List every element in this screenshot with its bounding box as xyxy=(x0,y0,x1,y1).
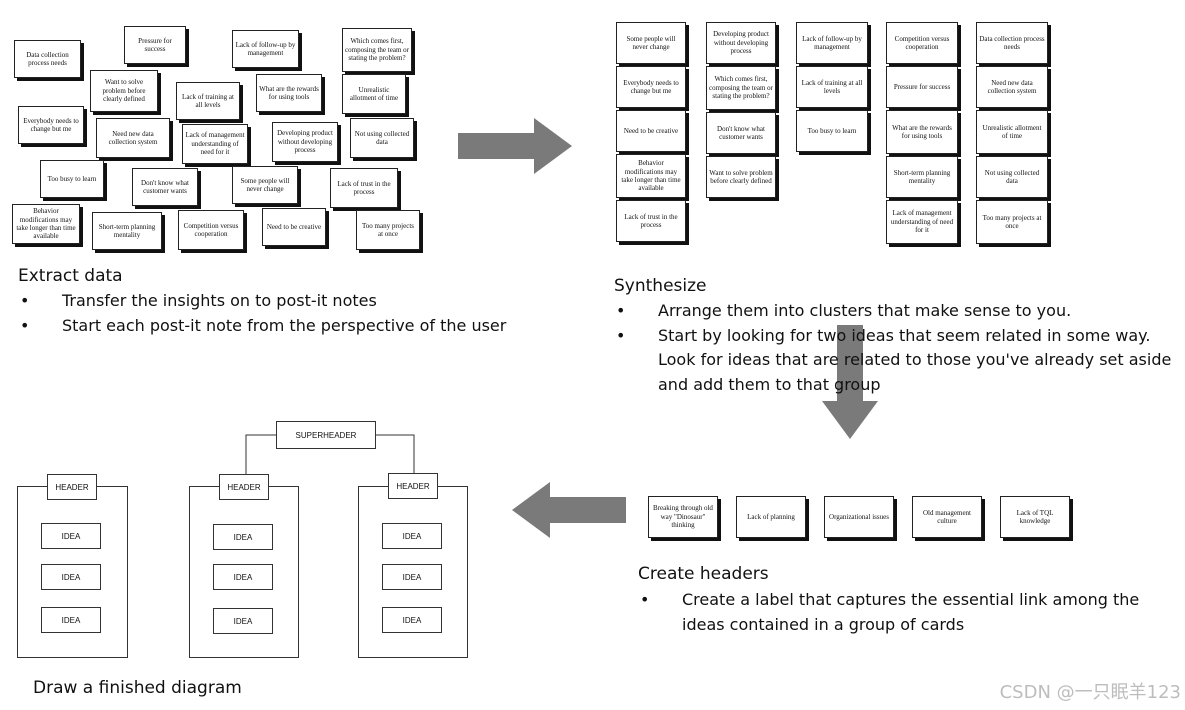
right-arrow-icon xyxy=(458,118,572,174)
note: Some people will never change xyxy=(616,22,686,64)
note: Pressure for success xyxy=(886,66,958,108)
headers-bullets: Create a label that captures the essenti… xyxy=(640,588,1160,637)
note: Too busy to learn xyxy=(796,110,868,152)
note: Some people will never change xyxy=(232,166,298,204)
note: Want to solve problem before clearly def… xyxy=(90,70,158,112)
header-box: HEADER xyxy=(219,474,269,500)
note: Everybody needs to change but me xyxy=(18,106,84,144)
idea-box: IDEA xyxy=(382,607,442,633)
note: Too busy to learn xyxy=(40,160,104,198)
note: Lack of management understanding of need… xyxy=(886,200,958,244)
note: Don't know what customer wants xyxy=(132,168,198,206)
note: Want to solve problem before clearly def… xyxy=(706,156,776,198)
note: What are the rewards for using tools xyxy=(886,110,958,154)
note: Unrealistic allotment of time xyxy=(342,74,406,114)
idea-box: IDEA xyxy=(41,607,101,633)
note: Too many projects at once xyxy=(356,210,420,250)
note: Behavior modifications may take longer t… xyxy=(616,154,686,198)
note: Data collection process needs xyxy=(14,40,81,78)
note: Everybody needs to change but me xyxy=(616,66,686,108)
note: What are the rewards for using tools xyxy=(256,74,322,112)
header-card: Lack of planning xyxy=(736,496,806,538)
idea-box: IDEA xyxy=(41,523,101,549)
left-arrow-icon xyxy=(512,482,626,538)
header-card: Organizational issues xyxy=(824,496,894,538)
note: Need to be creative xyxy=(262,208,326,246)
note: Not using collected data xyxy=(350,118,414,158)
section-title-headers: Create headers xyxy=(638,564,769,584)
note: Need new data collection system xyxy=(976,66,1048,108)
note: Developing product without developing pr… xyxy=(272,122,338,162)
note: Lack of follow-up by management xyxy=(232,30,299,68)
section-title-synthesize: Synthesize xyxy=(614,276,707,296)
bullet-item: Arrange them into clusters that make sen… xyxy=(616,299,1181,324)
note: Need new data collection system xyxy=(96,118,170,158)
idea-box: IDEA xyxy=(41,564,101,590)
note: Too many projects at once xyxy=(976,200,1048,244)
note: Not using collected data xyxy=(976,156,1048,198)
header-card: Old management culture xyxy=(912,496,982,538)
idea-box: IDEA xyxy=(382,564,442,590)
note: Pressure for success xyxy=(124,26,186,64)
idea-box: IDEA xyxy=(213,608,273,634)
note: Lack of follow-up by management xyxy=(796,22,868,64)
watermark: CSDN @一只眠羊123 xyxy=(999,682,1181,703)
header-box: HEADER xyxy=(388,473,438,499)
note: Competition versus cooperation xyxy=(886,22,958,64)
extract-bullets: Transfer the insights on to post-it note… xyxy=(20,289,560,338)
bullet-item: Start by looking for two ideas that seem… xyxy=(616,324,1181,398)
note: Lack of training at all levels xyxy=(176,82,240,120)
header-card: Lack of TQL knowledge xyxy=(1000,496,1070,538)
note: Competition versus cooperation xyxy=(178,210,244,250)
idea-box: IDEA xyxy=(213,524,273,550)
note: Which comes first, composing the team or… xyxy=(706,66,776,110)
idea-box: IDEA xyxy=(213,564,273,590)
header-box: HEADER xyxy=(47,474,97,500)
note: Developing product without developing pr… xyxy=(706,22,776,64)
bullet-item: Transfer the insights on to post-it note… xyxy=(20,289,560,314)
header-card: Breaking through old way "Dinosaur" thin… xyxy=(648,496,718,538)
note: Lack of management understanding of need… xyxy=(182,124,248,164)
synthesize-bullets: Arrange them into clusters that make sen… xyxy=(616,299,1181,397)
note: Short-term planning mentality xyxy=(92,212,162,250)
note: Don't know what customer wants xyxy=(706,112,776,154)
bullet-item: Create a label that captures the essenti… xyxy=(640,588,1160,637)
idea-box: IDEA xyxy=(382,523,442,549)
note: Need to be creative xyxy=(616,110,686,152)
section-title-diagram: Draw a finished diagram xyxy=(33,678,242,698)
note: Lack of trust in the process xyxy=(330,168,398,208)
note: Data collection process needs xyxy=(976,22,1048,64)
note: Unrealistic allotment of time xyxy=(976,110,1048,154)
note: Lack of training at all levels xyxy=(796,66,868,108)
section-title-extract: Extract data xyxy=(18,266,123,286)
note: Behavior modifications may take longer t… xyxy=(12,204,80,244)
note: Short-term planning mentality xyxy=(886,156,958,198)
superheader-box: SUPERHEADER xyxy=(276,421,376,449)
bullet-item: Start each post-it note from the perspec… xyxy=(20,314,560,339)
note: Lack of trust in the process xyxy=(616,200,686,242)
note: Which comes first, composing the team or… xyxy=(342,28,412,72)
